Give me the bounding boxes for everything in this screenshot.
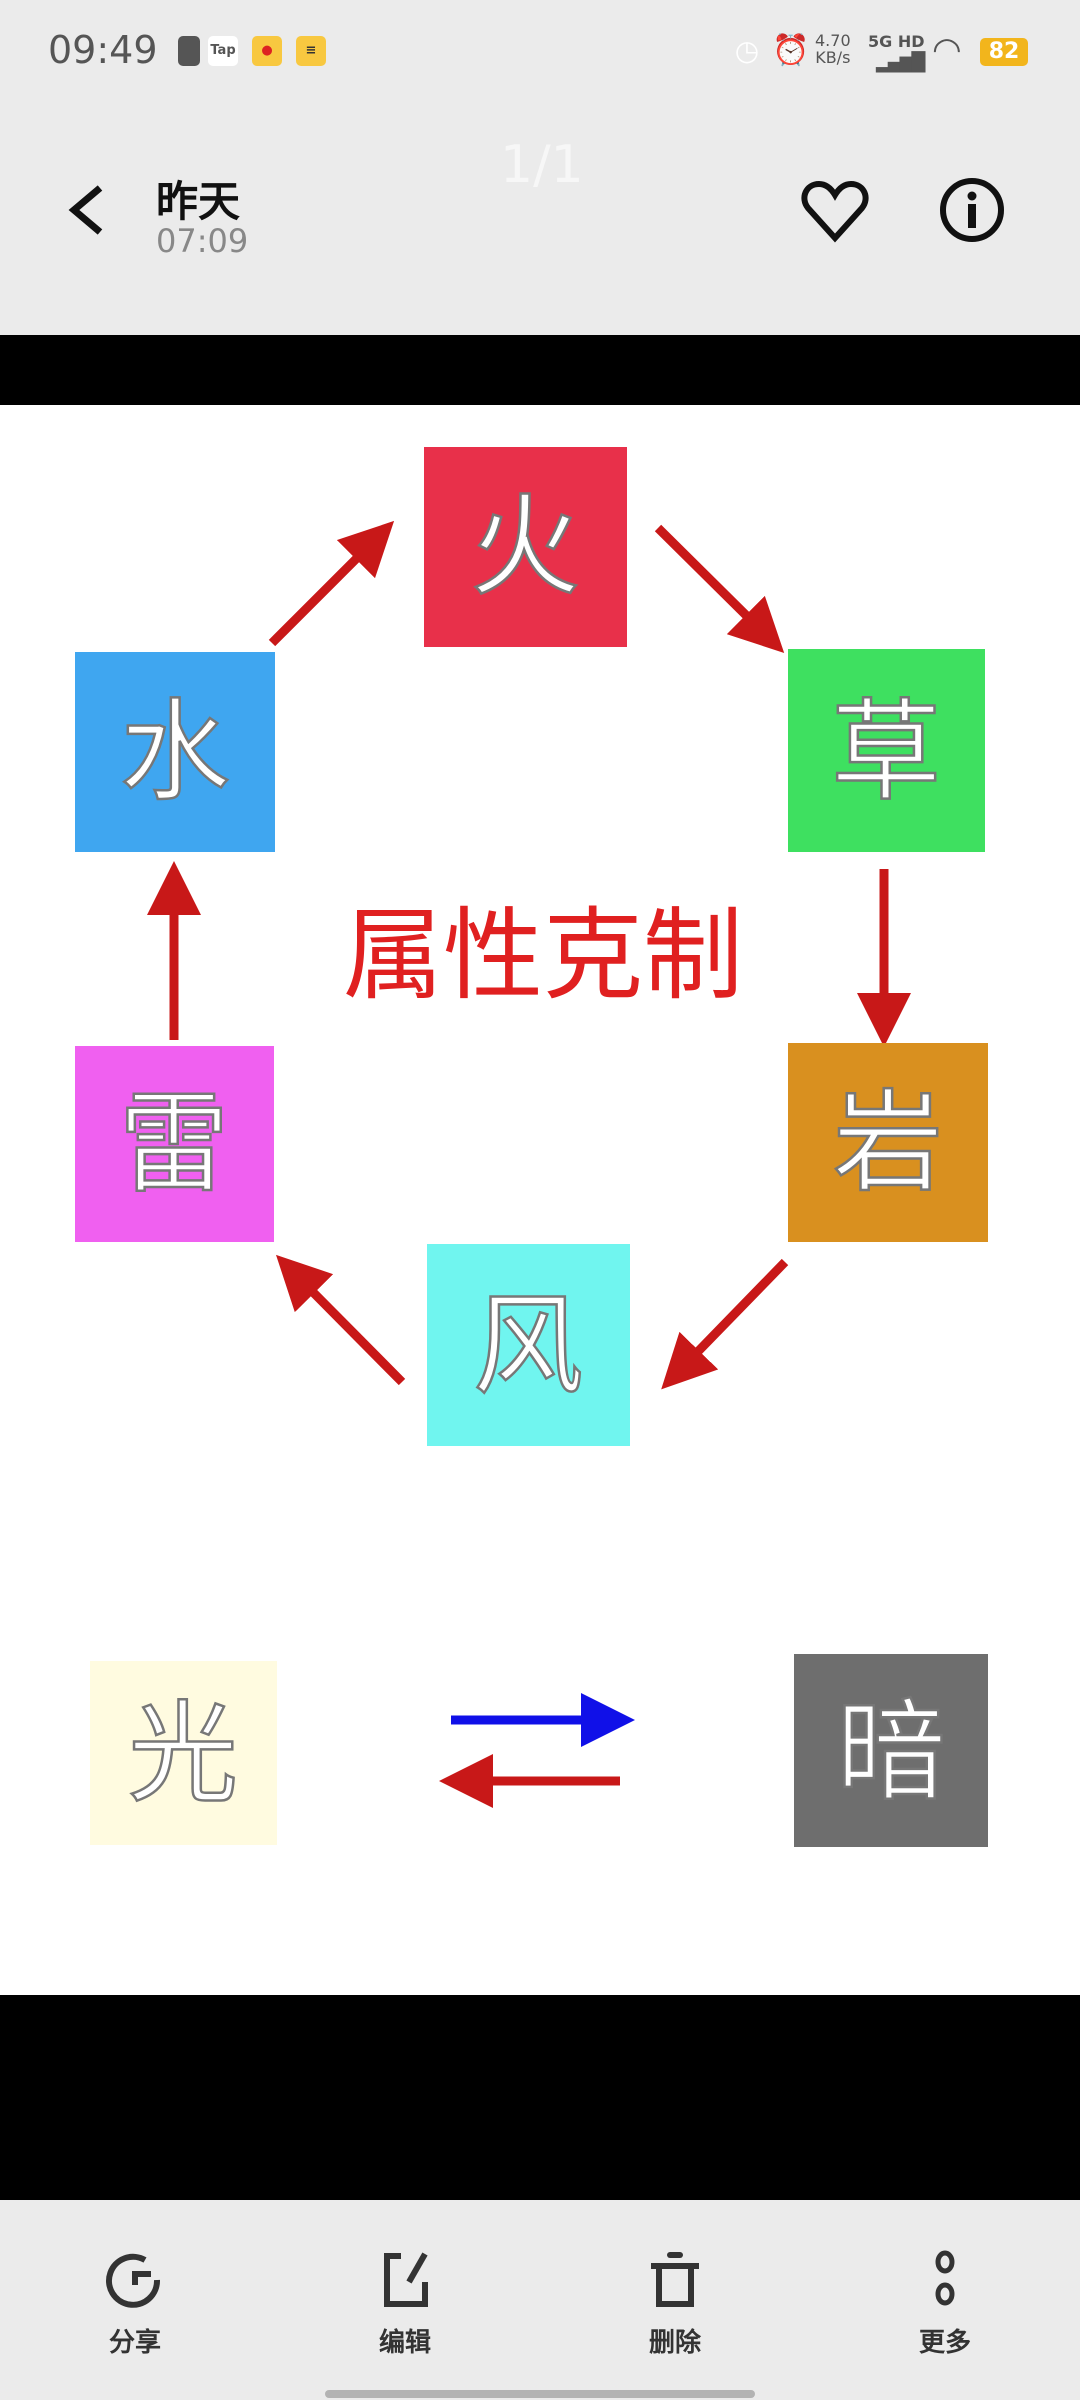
page-counter: 1/1	[500, 135, 584, 195]
element-light: 光	[90, 1661, 277, 1845]
share-button[interactable]: 分享	[65, 2250, 205, 2359]
more-label: 更多	[918, 2328, 971, 2358]
letterbox-top	[0, 335, 1080, 405]
element-dark: 暗	[794, 1654, 988, 1847]
delete-icon	[651, 2252, 699, 2307]
element-chart-image: 火 水 草 雷 岩 风 光 暗 属性克制	[75, 447, 988, 1847]
svg-text:水: 水	[120, 688, 230, 816]
svg-text:风: 风	[473, 1282, 583, 1410]
signal-icon: ▂▄▆█	[876, 52, 925, 73]
photo-canvas[interactable]: 火 水 草 雷 岩 风 光 暗 属性克制	[0, 405, 1080, 1995]
diagram-title: 属性克制	[343, 897, 743, 1014]
svg-text:光: 光	[128, 1690, 238, 1818]
svg-text:火: 火	[470, 483, 580, 611]
weibo-icon: ●	[252, 36, 282, 66]
edit-button[interactable]: 编辑	[335, 2250, 475, 2359]
element-rock: 岩	[788, 1043, 988, 1242]
wifi-icon: ◠	[932, 30, 962, 70]
time-subtitle: 07:09	[156, 222, 249, 260]
network-type: 5G HD	[868, 32, 925, 51]
element-thunder: 雷	[75, 1046, 274, 1242]
battery-indicator: 82	[980, 38, 1028, 66]
delete-button[interactable]: 删除	[605, 2250, 745, 2359]
element-fire: 火	[424, 447, 627, 647]
arrow-fire-grass	[654, 524, 785, 654]
info-icon[interactable]	[938, 176, 1006, 244]
gesture-handle[interactable]	[325, 2390, 755, 2398]
arrow-wind-thunder	[275, 1254, 406, 1386]
more-icon	[935, 2250, 955, 2306]
svg-text:雷: 雷	[119, 1080, 229, 1208]
back-icon[interactable]	[60, 180, 110, 240]
element-wind: 风	[427, 1244, 630, 1446]
edit-label: 编辑	[378, 2328, 431, 2358]
arrow-rock-wind	[661, 1258, 789, 1390]
bottom-toolbar: 分享 编辑 删除 更多	[0, 2200, 1080, 2400]
delete-label: 删除	[648, 2328, 701, 2358]
radio-icon	[178, 36, 200, 66]
alarm-icon: ⏰	[772, 33, 810, 68]
dewu-icon: ≡	[296, 36, 326, 66]
favorite-heart-icon[interactable]	[800, 180, 870, 244]
alarm-faded-icon: ◷	[734, 34, 760, 67]
letterbox-bottom	[0, 1995, 1080, 2200]
date-title: 昨天	[156, 177, 241, 226]
clock: 09:49	[48, 28, 158, 72]
taptap-icon: Tap	[208, 36, 238, 66]
arrow-water-fire	[268, 520, 395, 647]
more-button[interactable]: 更多	[875, 2250, 1015, 2359]
edit-icon	[384, 2252, 428, 2307]
svg-text:草: 草	[831, 688, 941, 816]
svg-text:岩: 岩	[833, 1079, 943, 1207]
element-grass: 草	[788, 649, 985, 852]
element-water: 水	[75, 652, 275, 852]
share-label: 分享	[108, 2328, 161, 2358]
share-icon	[106, 2253, 161, 2308]
svg-text:暗: 暗	[836, 1688, 946, 1816]
